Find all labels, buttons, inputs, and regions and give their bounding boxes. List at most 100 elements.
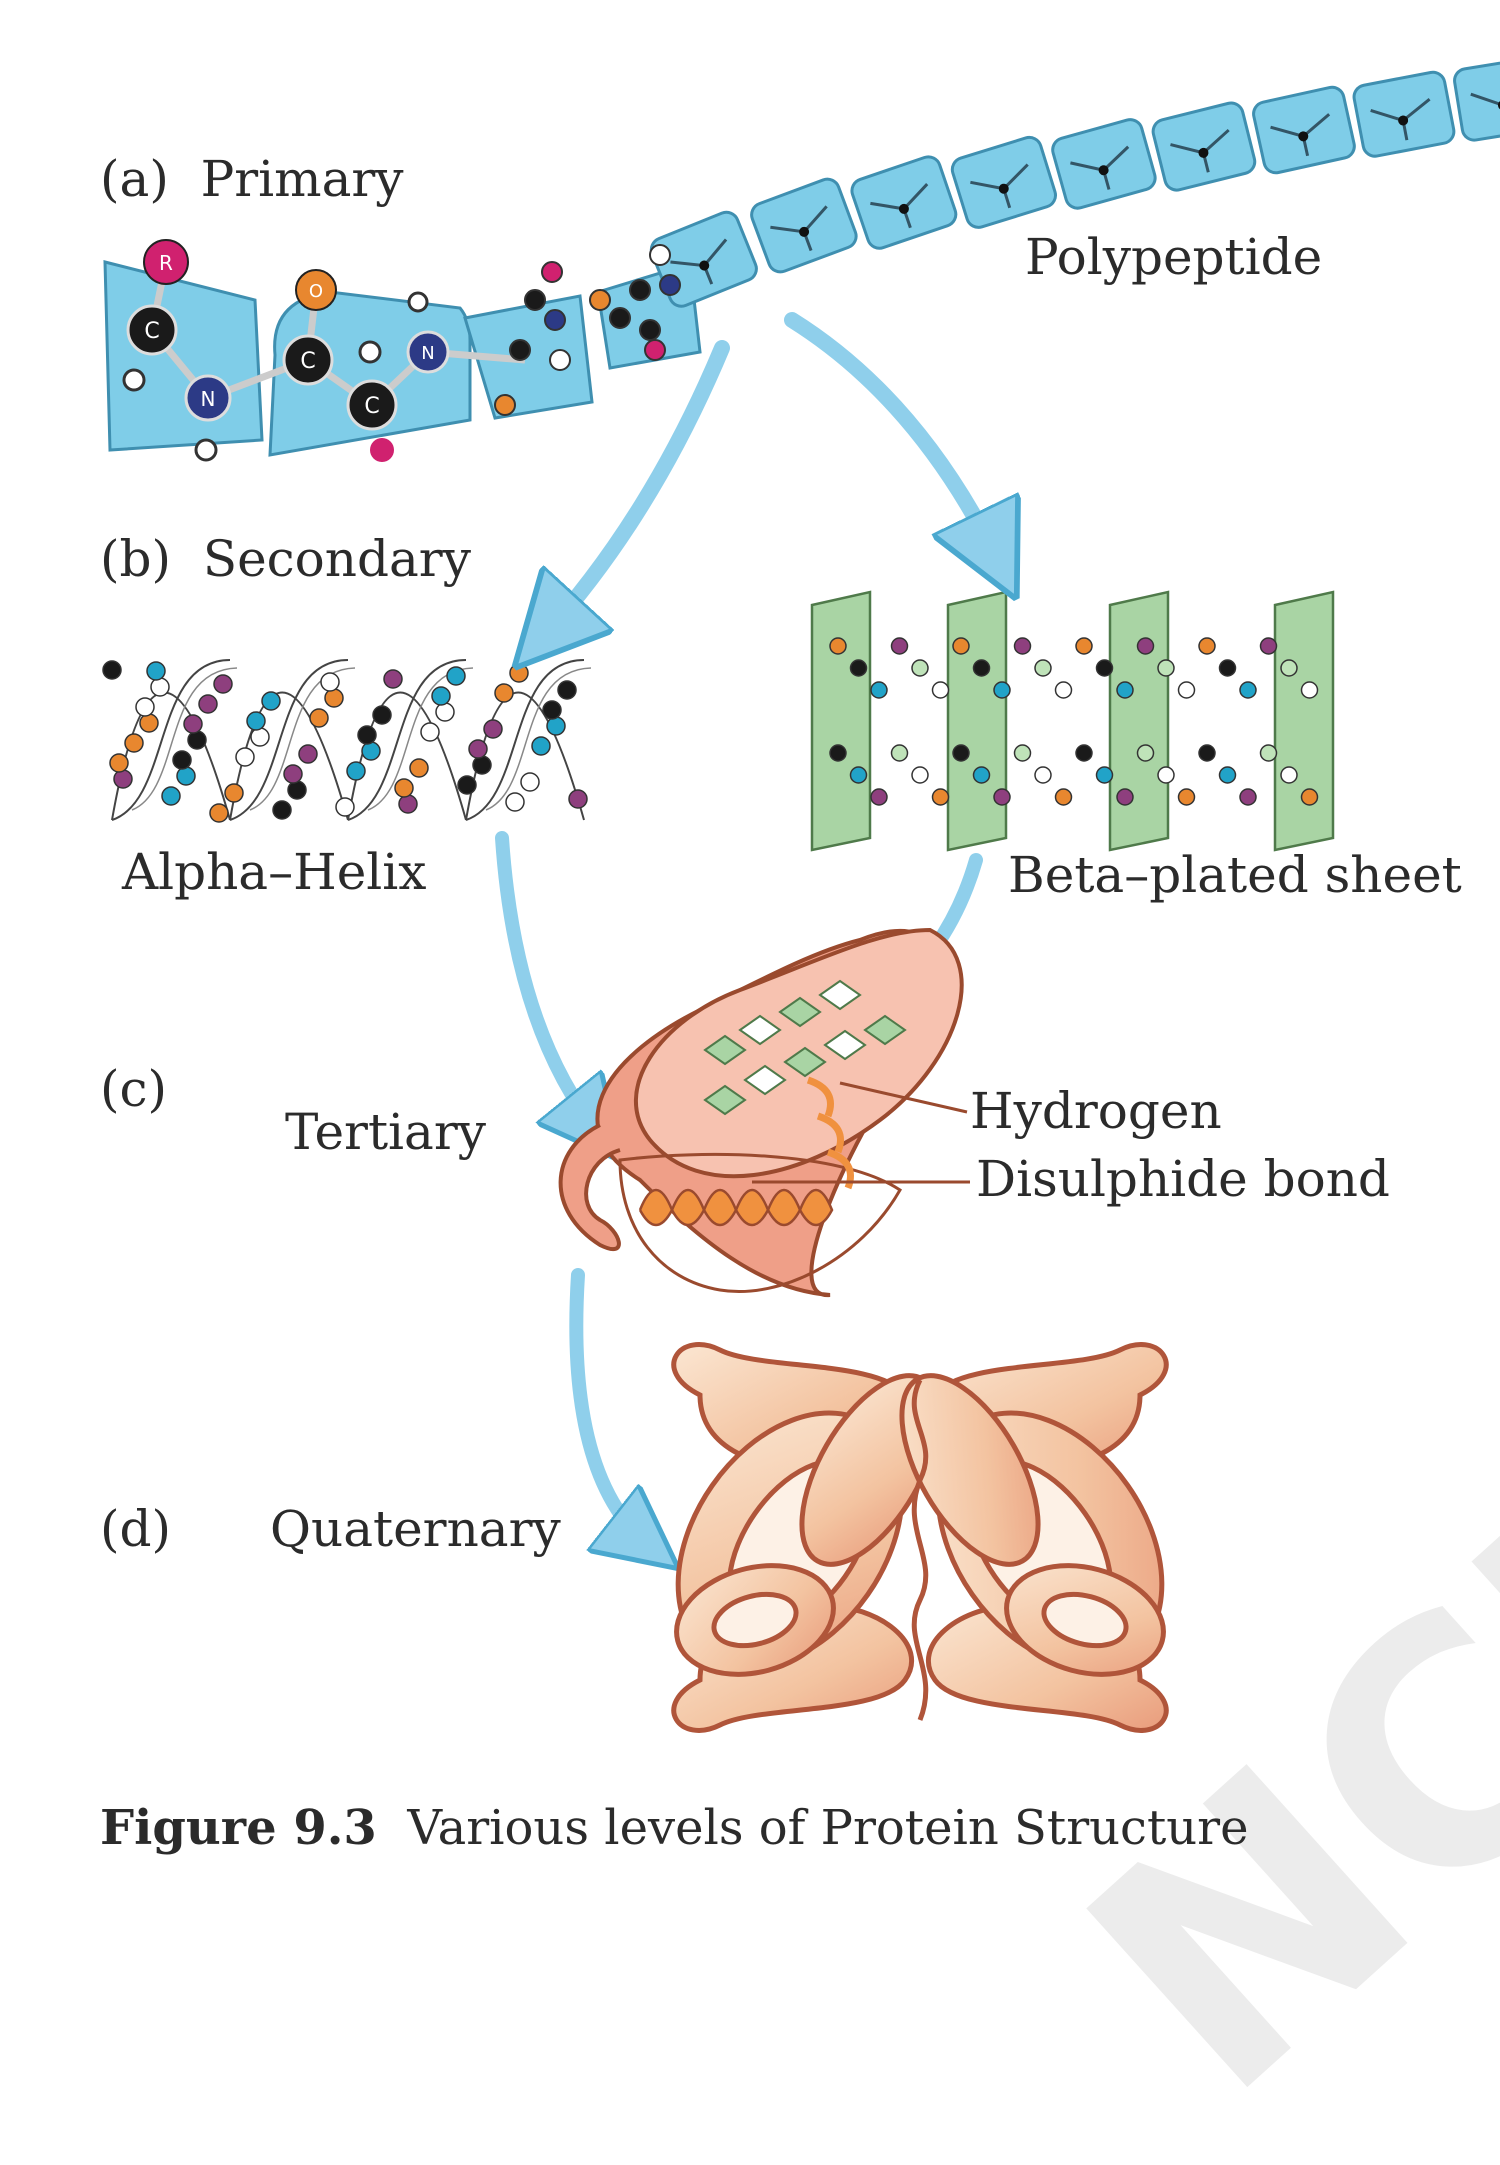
peptide-bead-small (850, 155, 958, 250)
atom (544, 309, 566, 331)
atom (261, 691, 281, 711)
peptide-bead (103, 260, 264, 452)
atom (235, 747, 255, 767)
atom (135, 697, 155, 717)
helix-ribbon (131, 667, 238, 811)
arrow-primary-to-sheet (784, 312, 1000, 565)
label-alpha-helix: Alpha–Helix (122, 843, 427, 901)
helix-coil (806, 1076, 834, 1118)
sheet-diamond (823, 1029, 867, 1061)
atom (1157, 659, 1175, 677)
atom (1116, 681, 1134, 699)
sheet-strand (810, 590, 872, 852)
atom-n-label: N (201, 387, 216, 411)
atom (1075, 744, 1093, 762)
atom (829, 637, 847, 655)
peptide-bead-small (1352, 70, 1456, 158)
atom (1300, 788, 1319, 806)
atom (431, 686, 451, 706)
atom (209, 803, 229, 823)
atom (446, 666, 466, 686)
atom (272, 800, 292, 820)
quaternary-structure (671, 1342, 1169, 1733)
atom (146, 661, 166, 681)
atom (849, 659, 868, 677)
atom (505, 792, 525, 812)
atom-r (143, 239, 189, 285)
atom (372, 705, 392, 725)
atom (1259, 744, 1278, 762)
atom (1177, 788, 1196, 806)
atom (361, 741, 381, 761)
atom (1280, 766, 1298, 784)
atom (102, 660, 122, 680)
sheet-strand (946, 590, 1008, 852)
atom (213, 674, 233, 694)
atom (931, 681, 950, 699)
sheet-diamond (863, 1014, 907, 1046)
helix-ribbon (229, 659, 349, 821)
atom (1116, 788, 1134, 806)
atom (589, 289, 611, 311)
atom (1054, 788, 1073, 806)
atom (870, 788, 888, 806)
atom-o-label: O (309, 281, 323, 302)
sheet-diamond (703, 1034, 747, 1066)
beta-pleated-sheet (810, 590, 1335, 852)
atom (829, 744, 847, 762)
label-hydrogen: Hydrogen (970, 1082, 1222, 1140)
atom (972, 659, 991, 677)
atom (1054, 681, 1073, 699)
atom-h (122, 368, 146, 392)
atom (520, 772, 540, 792)
atom (568, 789, 588, 809)
atom (468, 739, 488, 759)
atom-n (406, 330, 450, 374)
atom (952, 637, 970, 655)
atom (198, 694, 218, 714)
helix-ribbon (111, 659, 231, 821)
atom-n (184, 374, 232, 422)
label-tertiary: Tertiary (285, 1103, 487, 1161)
atom (1013, 744, 1032, 762)
atom (346, 761, 366, 781)
atom (320, 672, 340, 692)
label-polypeptide: Polypeptide (1025, 228, 1323, 286)
atom (1034, 659, 1052, 677)
peptide-bead-small (1051, 118, 1157, 210)
atom (113, 769, 133, 789)
atom (161, 786, 181, 806)
atom (398, 794, 418, 814)
level-tag-d: (d) (100, 1500, 172, 1558)
sheet-diamond (818, 979, 862, 1011)
level-tag-c: (c) (100, 1060, 168, 1118)
atom (324, 688, 344, 708)
atom (246, 711, 266, 731)
label-disulphide-bond: Disulphide bond (976, 1150, 1390, 1208)
atom (176, 766, 196, 786)
helix-ribbon (347, 659, 467, 821)
atom (435, 702, 455, 722)
atom (172, 750, 192, 770)
atom (150, 677, 170, 697)
atom-h (407, 291, 429, 313)
label-beta-sheet: Beta–plated sheet (1008, 846, 1462, 904)
atom (639, 319, 661, 341)
atom (420, 722, 440, 742)
helix-coil (816, 1112, 844, 1154)
peptide-bead-small (950, 135, 1057, 229)
atom-c-label: C (364, 394, 379, 419)
atom (549, 349, 571, 371)
atom (494, 683, 514, 703)
level-name-primary: Primary (200, 150, 404, 208)
atom (509, 339, 531, 361)
atom (993, 681, 1011, 699)
atom-o (295, 269, 337, 311)
atom-c (346, 379, 398, 431)
level-name-secondary: Secondary (202, 530, 471, 588)
atom (1095, 766, 1114, 784)
atom (509, 663, 529, 683)
label-primary: (a) Primary (100, 150, 404, 208)
arrow-helix-to-tertiary (495, 831, 600, 1135)
helix-coil (826, 1148, 854, 1190)
